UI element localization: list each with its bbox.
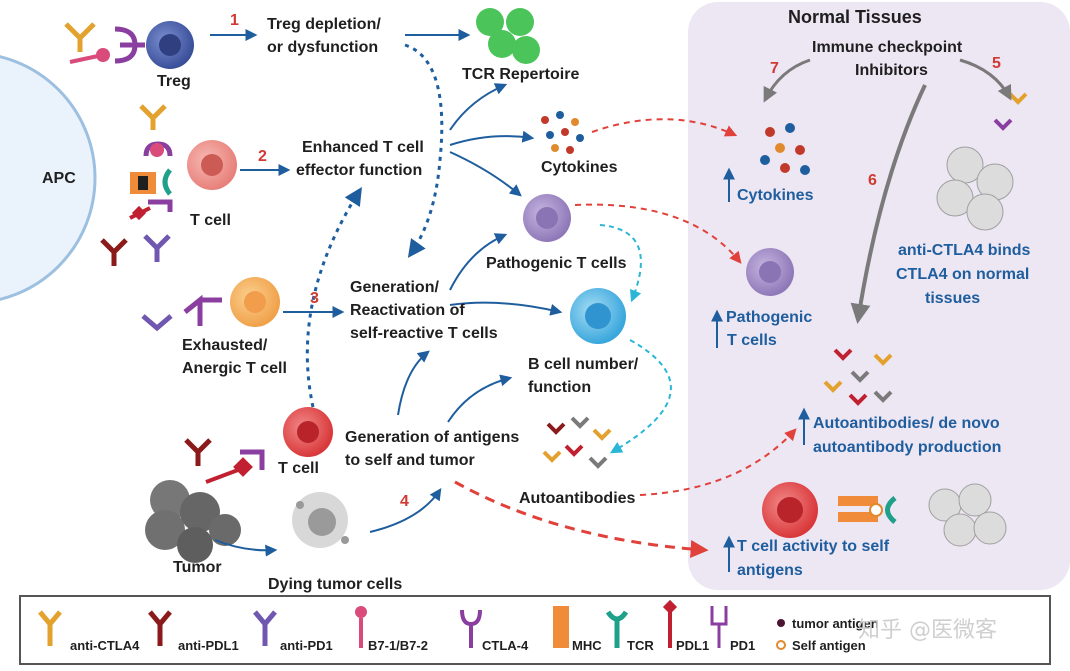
legend-pdl1: PDL1 <box>676 638 710 653</box>
treg-depletion-label-1: Treg depletion/ <box>267 16 381 33</box>
treg-depletion-label-2: or dysfunction <box>267 39 379 56</box>
pathogenic-label: Pathogenic T cells <box>486 255 627 272</box>
generation-label-2: Reactivation of <box>350 302 465 319</box>
tcr-label: TCR Repertoire <box>462 66 580 83</box>
step-number-1: 1 <box>230 12 239 29</box>
antigens-label-2: to self and tumor <box>345 452 475 469</box>
legend-tcr: TCR <box>627 638 654 653</box>
cytokines-icon <box>541 111 584 154</box>
tumor-label: Tumor <box>173 559 222 576</box>
watermark: 知乎 @医微客 <box>858 618 997 643</box>
exhausted-tcell-group <box>141 277 280 332</box>
bcell-icon <box>570 288 626 344</box>
enhanced-label-1: Enhanced T cell <box>302 139 424 156</box>
dying-tumor-label: Dying tumor cells <box>268 576 403 593</box>
right-pathogenic-label-2: T cells <box>727 332 777 349</box>
step-number-5: 5 <box>992 55 1001 72</box>
ctla4-label-3: tissues <box>925 290 981 307</box>
ctla4-label-1: anti-CTLA4 binds <box>898 242 1031 259</box>
right-autoantibodies-icon <box>823 348 893 406</box>
normal-tissues-panel <box>688 2 1070 590</box>
tcell-activity-label-1: T cell activity to self <box>737 538 890 555</box>
right-tcell-activity-icon <box>762 482 1007 547</box>
legend-pd1: PD1 <box>730 638 756 653</box>
exhausted-label-1: Exhausted/ <box>182 337 268 354</box>
generation-label-1: Generation/ <box>350 279 439 296</box>
checkpoint-label-2: Inhibitors <box>855 62 928 79</box>
legend-b7: B7-1/B7-2 <box>368 638 428 653</box>
bcell-label-1: B cell number/ <box>528 356 639 373</box>
right-cytokines-icon <box>760 123 810 175</box>
legend-anti-ctla4: anti-CTLA4 <box>70 638 140 653</box>
tcell2-label: T cell <box>278 460 319 477</box>
autoantibodies-icon <box>542 416 612 469</box>
tumor-group <box>145 407 349 563</box>
legend-anti-pdl1: anti-PDL1 <box>178 638 239 653</box>
treg-label: Treg <box>157 73 191 90</box>
auto-label-1: Autoantibodies/ de novo <box>813 415 1000 432</box>
legend-anti-pd1: anti-PD1 <box>280 638 333 653</box>
legend-icons <box>38 599 786 650</box>
legend-self-antigen: Self antigen <box>792 638 866 653</box>
apc-cell <box>0 55 97 301</box>
treg-group <box>64 21 194 69</box>
step-number-3: 3 <box>310 290 319 307</box>
tcell-label: T cell <box>190 212 231 229</box>
legend-box <box>19 595 1051 665</box>
autoantibodies-label: Autoantibodies <box>519 490 636 507</box>
bcell-label-2: function <box>528 379 592 396</box>
exhausted-label-2: Anergic T cell <box>182 360 287 377</box>
step-number-7: 7 <box>770 60 779 77</box>
right-pathogenic-icon <box>746 248 794 296</box>
legend-mhc: MHC <box>572 638 602 653</box>
step-number-4: 4 <box>400 493 409 510</box>
pathogenic-tcells-icon <box>523 194 571 242</box>
right-cytokines-label: Cytokines <box>737 187 814 204</box>
enhanced-label-2: effector function <box>296 162 423 179</box>
step-number-2: 2 <box>258 148 267 165</box>
tcell-activity-label-2: antigens <box>737 562 803 579</box>
step-number-6: 6 <box>868 172 877 189</box>
checkpoint-label-1: Immune checkpoint <box>812 39 963 56</box>
ctla4-label-2: CTLA4 on normal <box>896 266 1030 283</box>
panel-title: Normal Tissues <box>788 7 922 27</box>
auto-label-2: autoantibody production <box>813 439 1002 456</box>
antigens-label-1: Generation of antigens <box>345 429 520 446</box>
tcr-repertoire-icon <box>476 8 540 64</box>
normal-tissue-cells-icon <box>936 92 1028 231</box>
right-pathogenic-label-1: Pathogenic <box>726 309 813 326</box>
apc-label: APC <box>42 170 76 187</box>
tcell-group <box>100 104 237 266</box>
legend-ctla4: CTLA-4 <box>482 638 529 653</box>
cytokines-label: Cytokines <box>541 159 618 176</box>
generation-label-3: self-reactive T cells <box>350 325 498 342</box>
legend-tumor-antigen: tumor antigen <box>792 616 879 631</box>
